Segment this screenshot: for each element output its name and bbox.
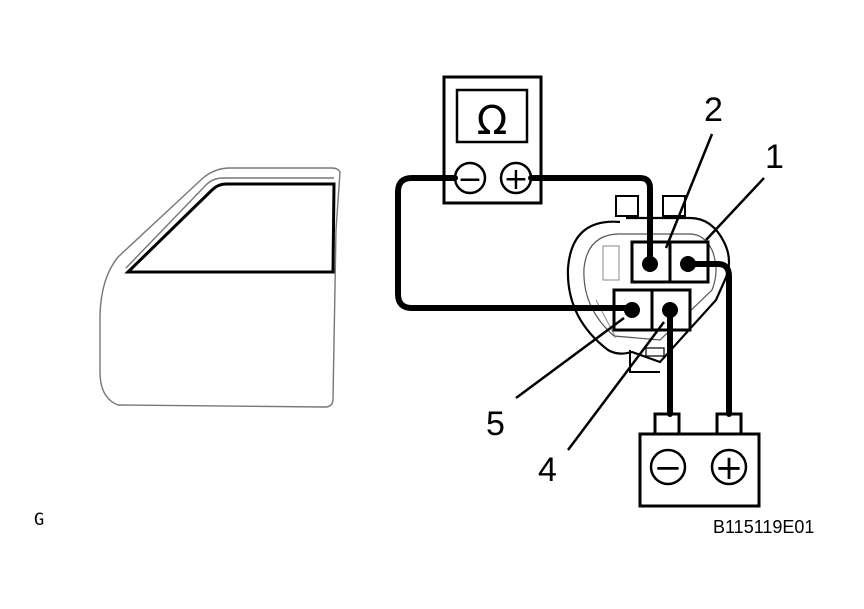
battery-plus-sign: +	[715, 448, 744, 488]
leader-pin-1	[705, 177, 765, 241]
corner-mark: G	[34, 510, 45, 530]
pin-2-label: 2	[704, 91, 723, 129]
pin-1-label: 1	[765, 138, 784, 176]
wires	[395, 175, 732, 417]
meter-plus-sign: +	[503, 162, 528, 197]
pin-4-label: 4	[538, 451, 557, 489]
meter-minus-sign: −	[457, 162, 482, 197]
wire-pin-1-to-battery-positive	[685, 261, 732, 417]
pin-4-dot	[662, 302, 678, 318]
battery-minus-sign: −	[654, 448, 683, 488]
terminal-dots	[624, 256, 696, 318]
wire-meter-positive-to-pin-2	[528, 175, 653, 265]
battery-negative-terminal	[649, 448, 687, 486]
leader-pin-4	[567, 321, 665, 451]
leader-pin-2	[664, 133, 714, 249]
pin-1-dot	[680, 256, 696, 272]
pin-2-dot	[642, 256, 658, 272]
ohm-symbol: Ω	[477, 98, 508, 144]
leader-lines	[515, 133, 765, 451]
car-door-illustration	[99, 167, 341, 408]
pin-5-label: 5	[486, 405, 505, 443]
battery-positive-terminal	[710, 448, 748, 486]
pin-5-dot	[624, 302, 640, 318]
battery	[638, 412, 761, 508]
leader-pin-5	[515, 316, 625, 400]
ohmmeter	[442, 75, 543, 205]
figure-code: B115119E01	[713, 517, 815, 537]
connector-housing	[566, 195, 731, 373]
battery-negative-post	[653, 412, 681, 436]
wire-meter-negative-to-pin-5	[395, 175, 633, 311]
